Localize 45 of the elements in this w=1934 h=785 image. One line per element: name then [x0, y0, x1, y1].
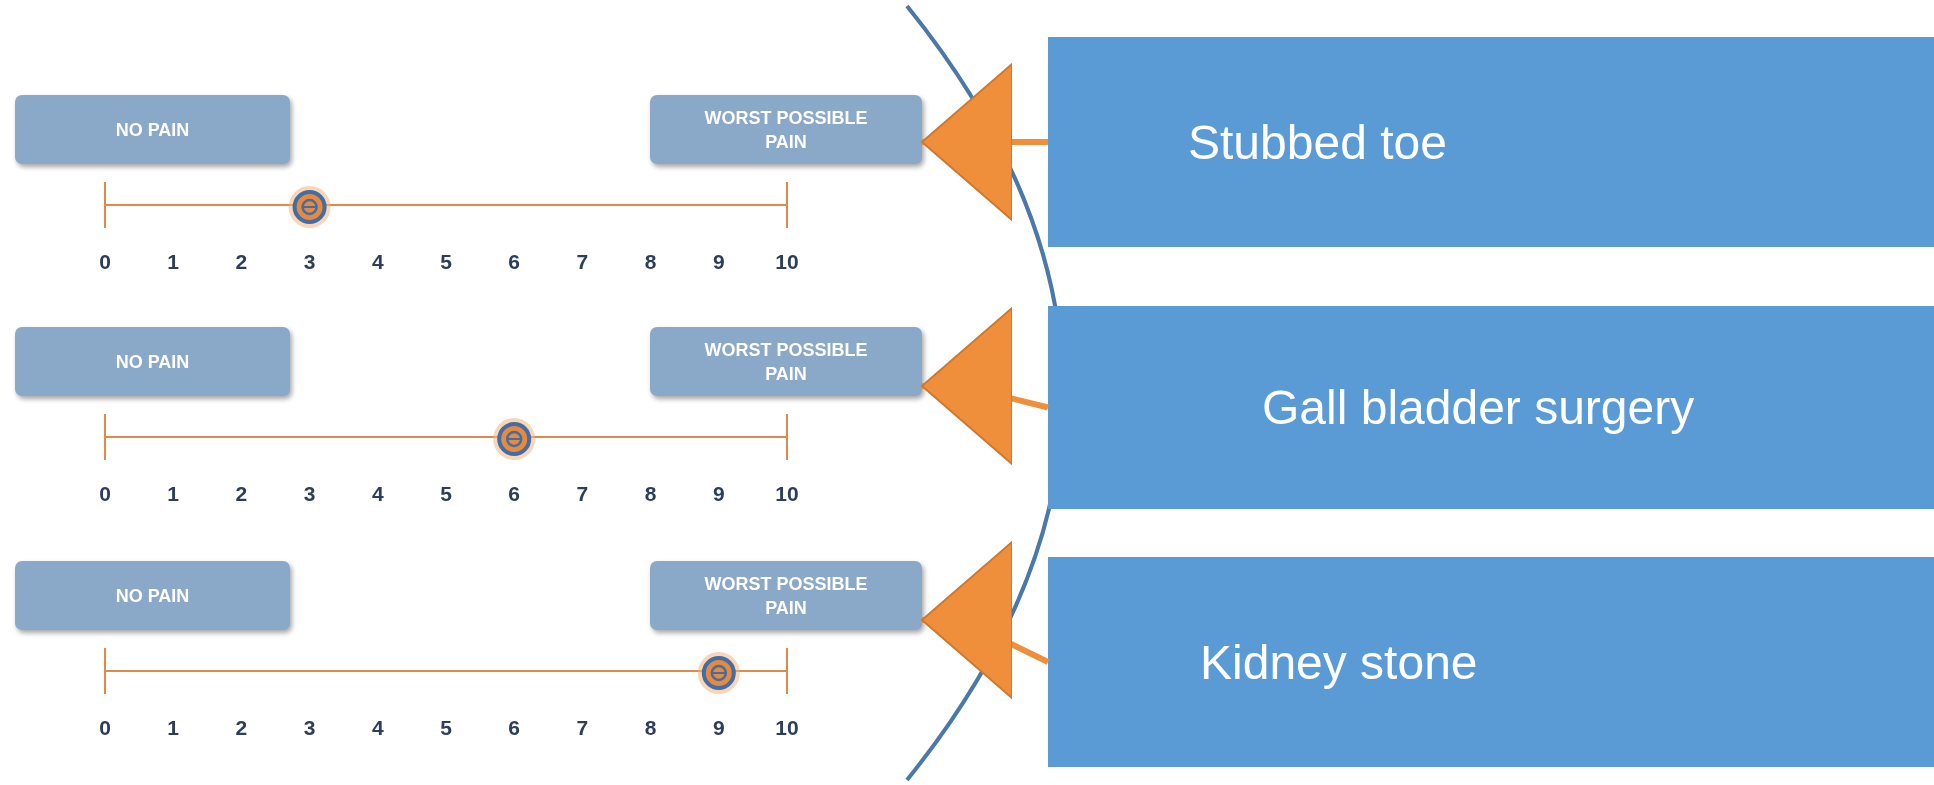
tick-label: 2 — [234, 250, 249, 274]
category-panel: Kidney stone — [1048, 557, 1934, 767]
tick-label: 8 — [643, 250, 658, 274]
scale-end-box: WORST POSSIBLE PAIN — [650, 561, 922, 630]
tick-label: 0 — [98, 482, 112, 506]
tick-label: 8 — [643, 482, 658, 506]
tick-label: 9 — [711, 482, 726, 506]
block-arrow — [921, 307, 1049, 465]
tick-label: 6 — [507, 250, 522, 274]
tick-label: 10 — [774, 250, 800, 274]
tick-label: 5 — [439, 250, 453, 274]
tick-label: 9 — [711, 716, 726, 740]
tick-label: 1 — [166, 716, 181, 740]
tick-label: 2 — [234, 482, 249, 506]
tick-label: 4 — [370, 716, 385, 740]
tick-label: 4 — [370, 250, 385, 274]
tick-label: 9 — [711, 250, 726, 274]
tick-label: 7 — [575, 716, 590, 740]
scale-end-box: NO PAIN — [15, 327, 290, 396]
tick-label: 2 — [234, 716, 249, 740]
tick-label: 1 — [166, 250, 181, 274]
tick-label: 6 — [507, 482, 522, 506]
tick-label: 7 — [575, 250, 590, 274]
category-panel: Stubbed toe — [1048, 37, 1934, 247]
scale-end-box: WORST POSSIBLE PAIN — [650, 327, 922, 396]
tick-label: 0 — [98, 250, 112, 274]
tick-label: 6 — [507, 716, 522, 740]
tick-label: 1 — [166, 482, 181, 506]
tick-label: 5 — [439, 482, 453, 506]
scale-end-box: NO PAIN — [15, 95, 290, 164]
tick-label: 3 — [302, 482, 317, 506]
tick-label: 7 — [575, 482, 590, 506]
tick-label: 10 — [774, 716, 800, 740]
scale-end-box: NO PAIN — [15, 561, 290, 630]
tick-label: 4 — [370, 482, 385, 506]
tick-label: 0 — [98, 716, 112, 740]
block-arrow — [921, 63, 1048, 221]
category-panel: Gall bladder surgery — [1048, 306, 1934, 509]
block-arrow — [921, 541, 1050, 699]
tick-label: 10 — [774, 482, 800, 506]
tick-label: 3 — [302, 250, 317, 274]
scale-end-box: WORST POSSIBLE PAIN — [650, 95, 922, 164]
tick-label: 5 — [439, 716, 453, 740]
tick-label: 3 — [302, 716, 317, 740]
tick-label: 8 — [643, 716, 658, 740]
